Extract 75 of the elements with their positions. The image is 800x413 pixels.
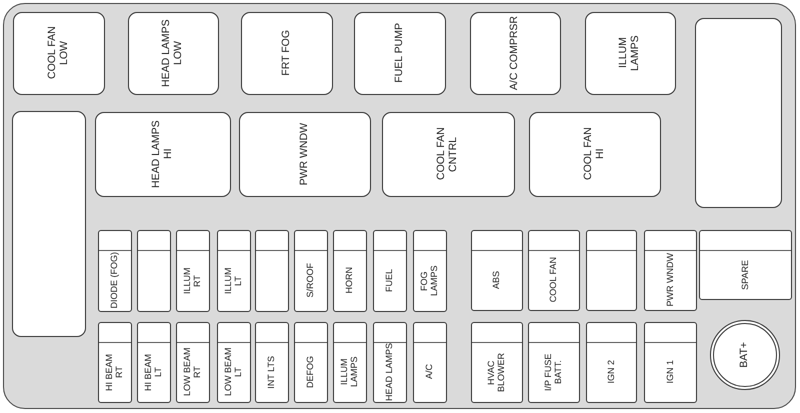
- relay-slot: [240, 12, 332, 94]
- relay-label: COOL FAN LOW: [46, 26, 70, 82]
- fuse-label: HVAC BLOWER: [486, 352, 507, 394]
- relay-slot: [584, 12, 676, 94]
- relay-slot: [94, 112, 230, 196]
- fuse-label: ILLUM LAMPS: [339, 356, 360, 390]
- relay-slot: [128, 12, 218, 94]
- fuse-label: DIODE (FOG): [109, 252, 120, 309]
- fuse-slot: [136, 322, 170, 402]
- fuse-label: SPARE: [740, 260, 750, 290]
- relay-label: FRT FOG: [280, 30, 292, 76]
- relay-label: HEAD LAMPS LOW: [161, 18, 185, 89]
- fuse-slot: [586, 322, 636, 402]
- fuse-label: HI BEAM RT: [104, 352, 125, 393]
- fuse-slot: [412, 322, 446, 402]
- fuse-label: FOG LAMPS: [419, 264, 440, 298]
- fuse-slot: [644, 322, 696, 402]
- fuse-label: LOW BEAM LT: [223, 346, 244, 398]
- relay-slot: [382, 112, 514, 196]
- fuse-label: IGN 1: [664, 360, 676, 384]
- fuse-slot: [372, 322, 406, 402]
- fuse-slot: [412, 230, 446, 312]
- fuse-label: HI BEAM LT: [143, 352, 164, 393]
- relay-slot: [12, 110, 86, 336]
- fuse-label: COOL FAN: [548, 257, 559, 303]
- fuse-label: IGN 2: [606, 360, 616, 384]
- fuse-slot: [254, 230, 288, 312]
- fuse-slot: [98, 322, 132, 402]
- fuse-slot: [698, 230, 792, 300]
- fuse-slot: [176, 230, 210, 312]
- fuse-slot: [644, 230, 696, 310]
- fuse-label: INT LTS: [266, 356, 277, 388]
- relay-slot: [354, 12, 446, 94]
- relay-label: ILLUM LAMPS: [618, 34, 642, 73]
- fuse-slot: [332, 322, 366, 402]
- fuse-label: I/P FUSE BATT.: [543, 352, 564, 393]
- fuse-slot: [136, 230, 170, 312]
- relay-slot: [694, 18, 782, 208]
- fuse-slot: [470, 230, 522, 310]
- fuse-slot: [372, 230, 406, 312]
- fuse-slot: [98, 230, 132, 312]
- relay-label: COOL FAN CNTRL: [436, 126, 460, 182]
- fuse-slot: [176, 322, 210, 402]
- relay-label: FUEL PUMP: [394, 23, 406, 83]
- fuse-slot: [586, 230, 636, 310]
- fuse-box-panel: [3, 3, 796, 409]
- terminal-label: BAT+: [738, 342, 750, 368]
- fuse-slot: [294, 322, 328, 402]
- fuse-label: ILLUM RT: [182, 266, 203, 296]
- fuse-slot: [294, 230, 328, 312]
- relay-label: COOL FAN HI: [582, 126, 606, 182]
- fuse-label: ABS: [491, 270, 502, 289]
- relay-slot: [12, 12, 104, 94]
- fuse-label: DEFOG: [305, 356, 316, 388]
- fuse-slot: [528, 230, 580, 310]
- fuse-label: PWR WNDW: [664, 253, 676, 307]
- fuse-slot: [528, 322, 580, 402]
- relay-label: PWR WNDW: [298, 122, 310, 186]
- fuse-label: LOW BEAM RT: [182, 346, 203, 398]
- fuse-label: HEAD LAMPS: [384, 342, 395, 402]
- relay-slot: [528, 112, 660, 196]
- fuse-slot: [216, 230, 250, 312]
- relay-slot: [238, 112, 370, 196]
- relay-label: HEAD LAMPS HI: [150, 119, 174, 189]
- fuse-label: A/C: [424, 364, 435, 380]
- fuse-label: HORN: [344, 267, 355, 294]
- relay-label: A/C COMPRSR: [509, 16, 521, 90]
- fuse-slot: [470, 322, 522, 402]
- fuse-slot: [216, 322, 250, 402]
- fuse-label: ILLUM LT: [223, 266, 244, 296]
- fuse-slot: [254, 322, 288, 402]
- fuse-slot: [332, 230, 366, 312]
- relay-slot: [470, 12, 560, 94]
- fuse-label: S/ROOF: [305, 263, 316, 298]
- fuse-label: FUEL: [384, 268, 395, 292]
